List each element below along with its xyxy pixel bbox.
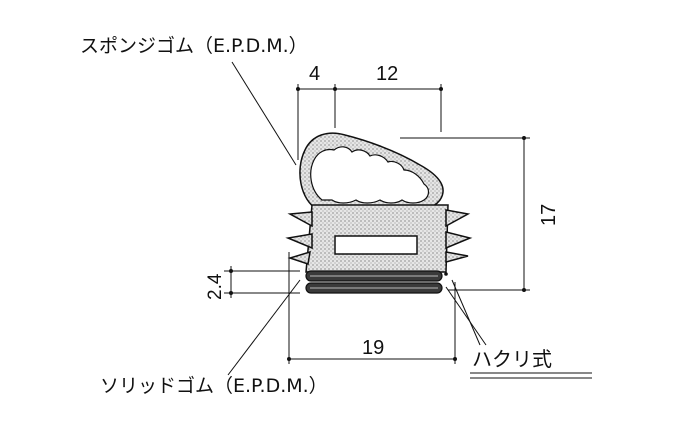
dim-height: 17 (538, 204, 560, 226)
right-dimension (400, 136, 530, 292)
peel-type-label: ハクリ式 (472, 347, 552, 371)
dim-top-left: 4 (309, 63, 320, 85)
dim-base-thickness: 2.4 (205, 273, 226, 300)
left-dimension (224, 266, 300, 298)
body-slot (334, 235, 418, 255)
seal-profile (285, 132, 473, 294)
solid-rubber-label: ソリッドゴム（E.P.D.M.） (100, 375, 328, 397)
top-dimension (296, 84, 443, 160)
left-fins (285, 211, 313, 265)
sponge-rubber-label: スポンジゴム（E.P.D.M.） (80, 35, 308, 57)
bottom-dimension (287, 252, 457, 364)
peel-leader-2 (445, 286, 487, 346)
sponge-cavity (310, 146, 430, 204)
right-fins (445, 209, 473, 263)
dim-bottom-width: 19 (362, 337, 384, 359)
peel-dot (444, 272, 448, 276)
peel-leader-1 (451, 279, 481, 346)
solid-leader (227, 279, 301, 376)
dim-top-right: 12 (376, 63, 398, 85)
sponge-leader (231, 61, 297, 166)
